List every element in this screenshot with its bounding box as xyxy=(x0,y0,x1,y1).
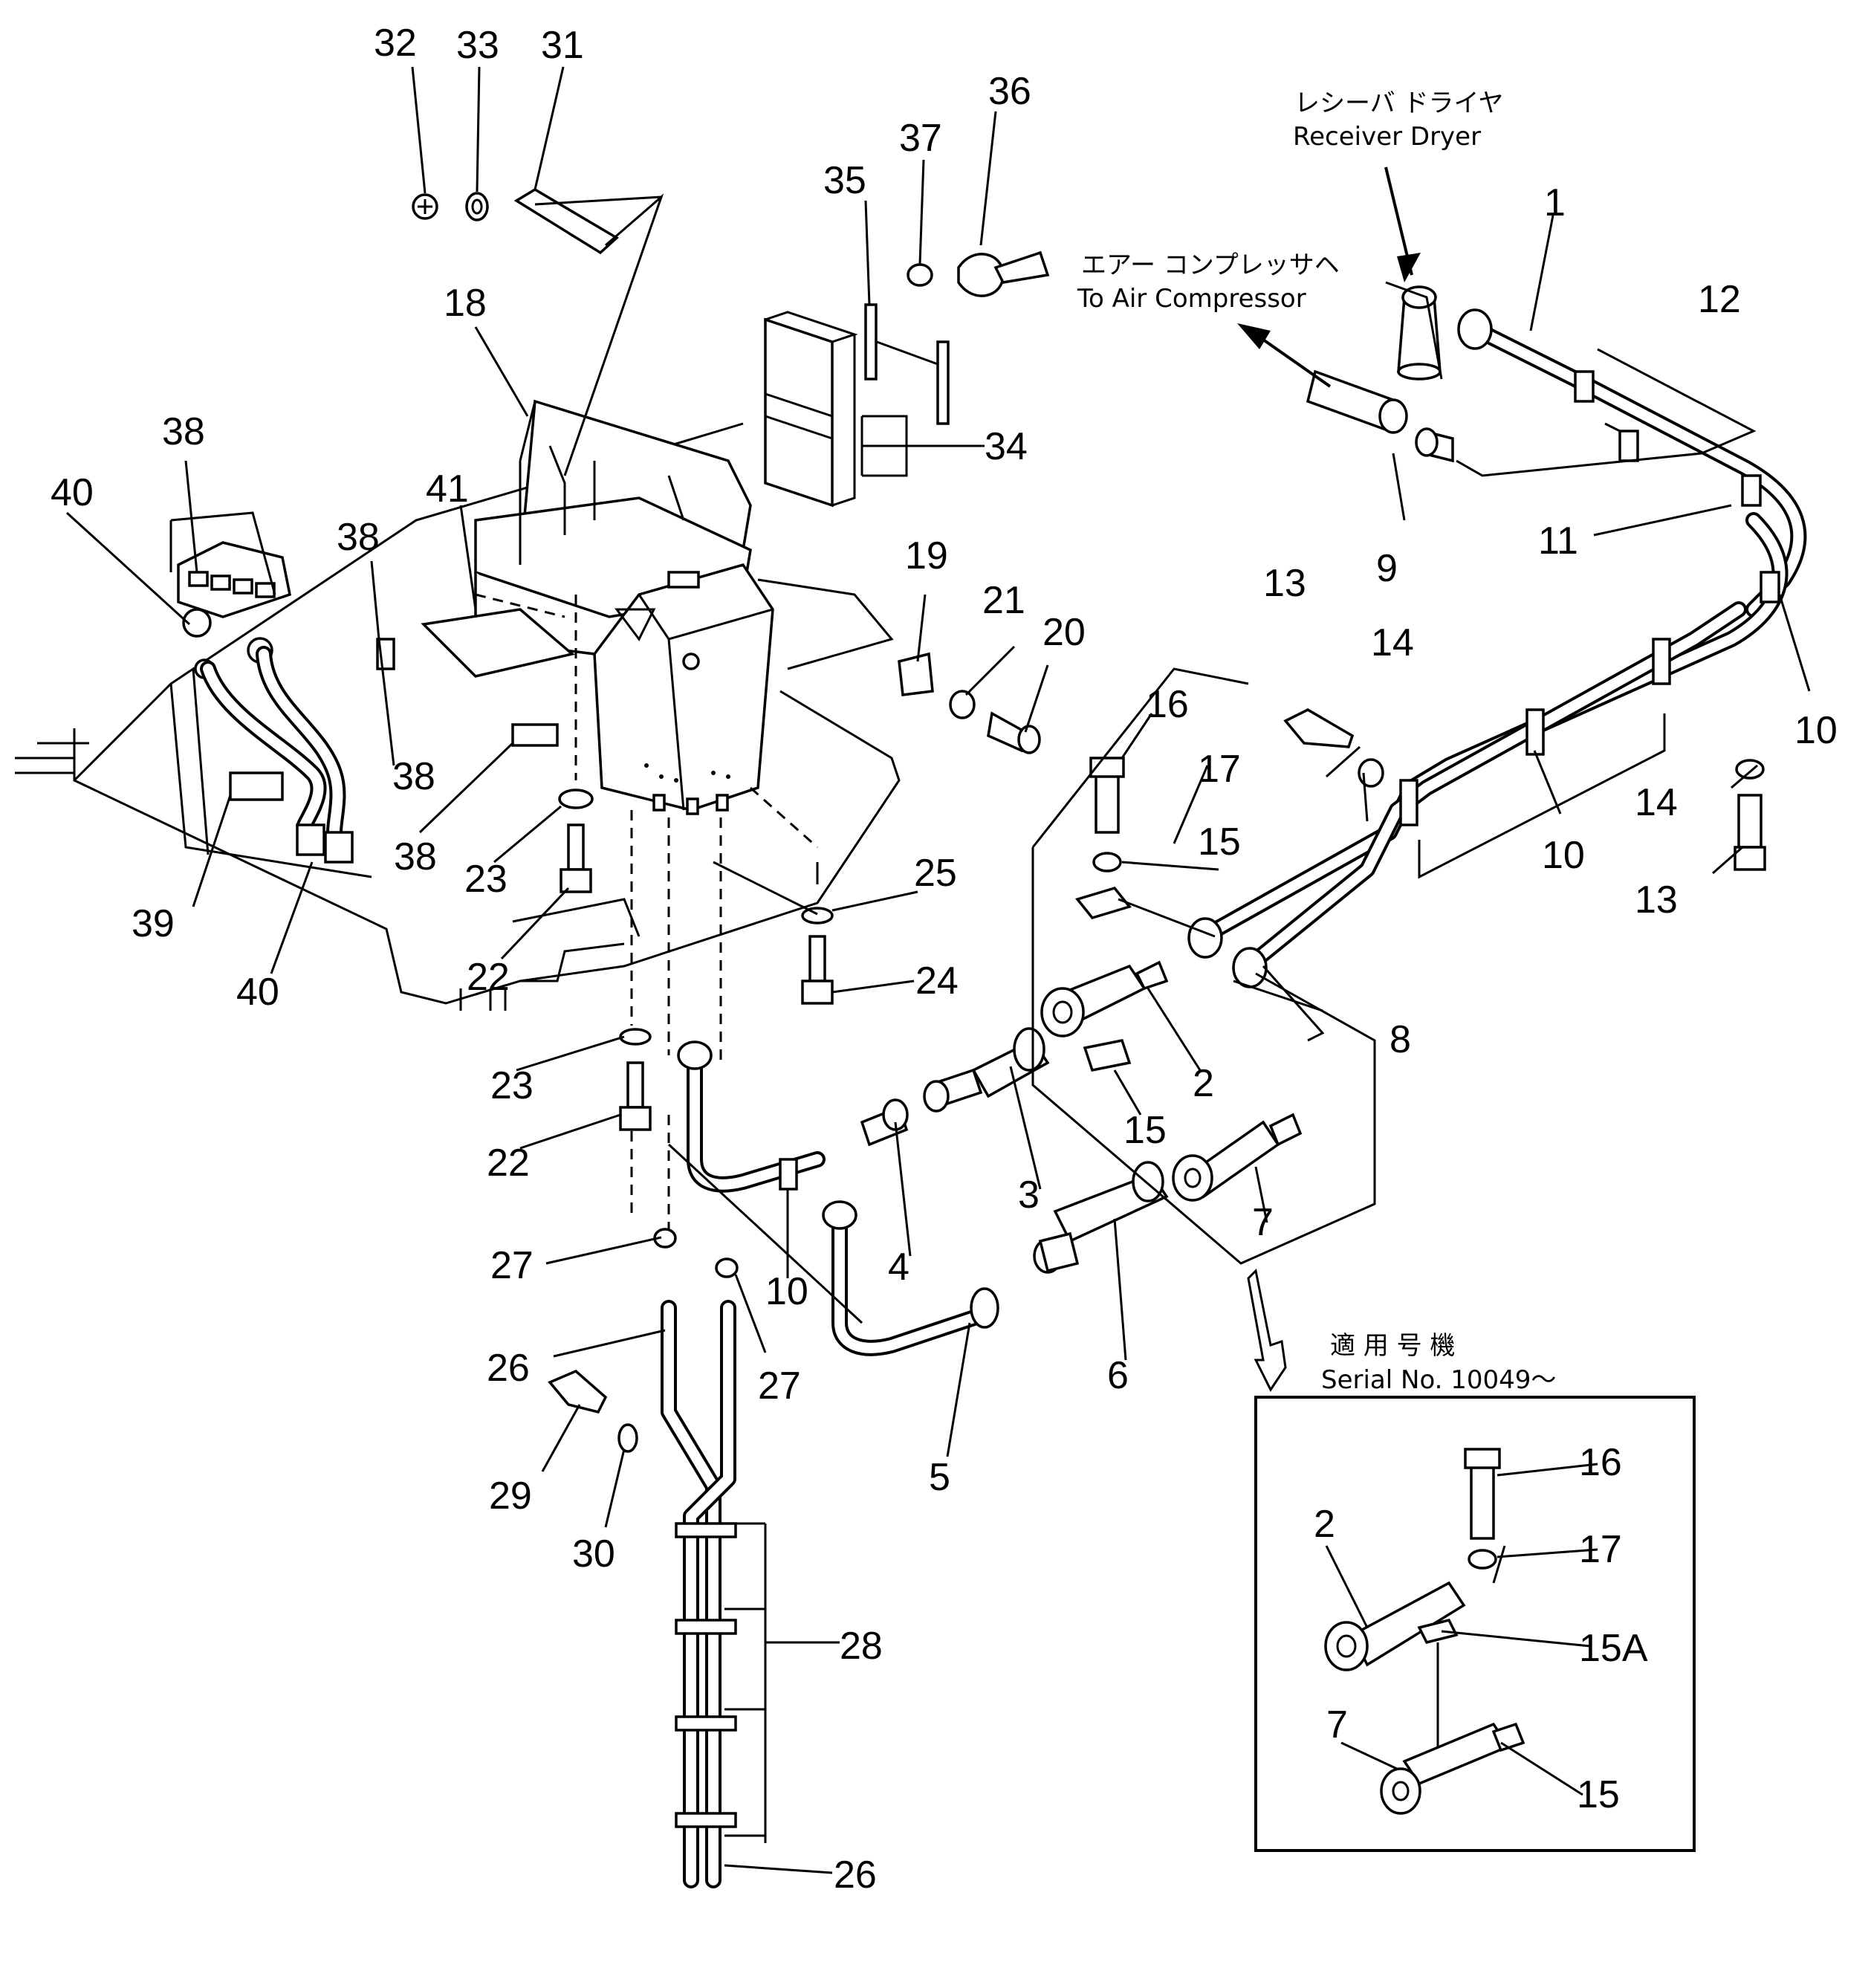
callout-10a: 10 xyxy=(765,1270,808,1313)
callout-14a: 14 xyxy=(1371,621,1414,664)
nut-36 xyxy=(957,253,1005,297)
fittings xyxy=(860,960,1303,1274)
callout-22b: 22 xyxy=(487,1142,530,1185)
callout-7: 7 xyxy=(1252,1201,1274,1244)
hardware xyxy=(548,652,1766,1453)
callout-21: 21 xyxy=(982,579,1025,622)
washer-37 xyxy=(907,263,933,287)
note-air-compressor-en: To Air Compressor xyxy=(1077,284,1306,314)
callout-33: 33 xyxy=(456,24,499,67)
serial-inset xyxy=(1254,1396,1696,1852)
callout-25: 25 xyxy=(914,852,957,895)
arrow-serial xyxy=(1247,1268,1287,1392)
callout-24: 24 xyxy=(915,959,959,1003)
callout-40b: 40 xyxy=(236,971,279,1014)
callout-15a: 15 xyxy=(1123,1109,1167,1152)
callout-39: 39 xyxy=(132,902,175,945)
callout-20: 20 xyxy=(1042,611,1086,654)
callout-28: 28 xyxy=(840,1625,883,1668)
callout-31: 31 xyxy=(541,24,584,67)
callout-16b: 16 xyxy=(1579,1441,1622,1484)
callout-4: 4 xyxy=(888,1246,909,1289)
callouts: 32 33 31 36 37 35 18 34 38 40 41 38 38 3… xyxy=(51,22,1838,1897)
vertical-tubes xyxy=(653,1228,739,1888)
callout-27b: 27 xyxy=(758,1364,801,1408)
strip-35 xyxy=(864,303,878,381)
console-box xyxy=(421,399,894,815)
callout-38a: 38 xyxy=(162,410,205,453)
callout-15A: 15A xyxy=(1579,1627,1648,1670)
callout-8: 8 xyxy=(1390,1018,1411,1061)
pipe-clamps xyxy=(1399,370,1780,826)
callout-27a: 27 xyxy=(490,1244,534,1287)
callout-35: 35 xyxy=(823,159,866,202)
leader-lines xyxy=(65,66,1811,1874)
arrow-air-compressor xyxy=(1254,333,1332,388)
note-serial-en: Serial No. 10049～ xyxy=(1321,1365,1556,1395)
note-receiver-dryer-jp: レシーバ ドライヤ xyxy=(1294,88,1503,118)
callout-22a: 22 xyxy=(467,956,510,999)
callout-36: 36 xyxy=(988,70,1031,113)
callout-29: 29 xyxy=(489,1474,532,1518)
top-parts xyxy=(412,187,1050,508)
callout-3: 3 xyxy=(1018,1173,1040,1217)
notes: レシーバ ドライヤ Receiver Dryer エアー コンプレッサヘ To … xyxy=(1077,88,1556,1395)
callout-5: 5 xyxy=(929,1456,950,1499)
callout-18: 18 xyxy=(444,282,487,325)
callout-16a: 16 xyxy=(1146,683,1189,726)
callout-14b: 14 xyxy=(1635,781,1678,824)
callout-2: 2 xyxy=(1193,1062,1214,1105)
callout-40a: 40 xyxy=(51,471,94,514)
callout-15b: 15 xyxy=(1198,820,1241,864)
callout-10b: 10 xyxy=(1542,834,1585,877)
callout-34: 34 xyxy=(985,425,1028,468)
callout-17a: 17 xyxy=(1198,748,1241,791)
callout-17b: 17 xyxy=(1579,1528,1622,1571)
callout-30: 30 xyxy=(572,1532,615,1576)
callout-26a: 26 xyxy=(487,1347,530,1390)
callout-2b: 2 xyxy=(1314,1503,1335,1546)
upper-pipe-1 xyxy=(1457,308,1807,618)
callout-32: 32 xyxy=(374,22,417,65)
washer-33 xyxy=(465,192,489,221)
callout-6: 6 xyxy=(1107,1354,1129,1397)
callout-12: 12 xyxy=(1698,278,1741,321)
note-air-compressor-jp: エアー コンプレッサヘ xyxy=(1081,250,1340,280)
group-brackets xyxy=(169,193,1757,1843)
callout-10c: 10 xyxy=(1794,709,1838,752)
callout-13a: 13 xyxy=(1263,562,1306,605)
cover-31 xyxy=(513,187,619,255)
note-receiver-dryer-en: Receiver Dryer xyxy=(1293,122,1481,152)
note-serial-jp: 適 用 号 機 xyxy=(1330,1331,1455,1361)
cab-floor xyxy=(15,422,901,1011)
callout-38b: 38 xyxy=(337,516,380,559)
callout-38c: 38 xyxy=(392,755,435,798)
callout-9: 9 xyxy=(1376,547,1398,590)
callout-11: 11 xyxy=(1538,519,1578,563)
callout-13b: 13 xyxy=(1635,878,1678,922)
flow-arrows xyxy=(1237,166,1421,1392)
heater-hoses xyxy=(200,646,354,864)
callout-41: 41 xyxy=(426,467,469,511)
callout-19: 19 xyxy=(905,534,948,577)
callout-37: 37 xyxy=(899,117,942,160)
callout-23b: 23 xyxy=(490,1064,534,1107)
callout-26b: 26 xyxy=(834,1853,877,1897)
callout-15c: 15 xyxy=(1577,1773,1620,1816)
callout-1: 1 xyxy=(1544,181,1566,224)
callout-23a: 23 xyxy=(464,858,508,901)
callout-38d: 38 xyxy=(394,835,437,878)
callout-7b: 7 xyxy=(1326,1703,1348,1746)
